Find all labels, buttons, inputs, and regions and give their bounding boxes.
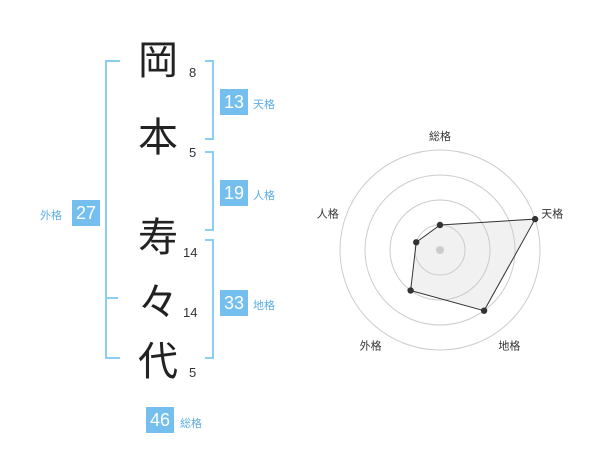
radar-axis-label-2: 天格 (541, 207, 563, 221)
radar-point-5 (413, 239, 420, 246)
tenkaku-label: 天格 (253, 98, 275, 111)
soukaku-value: 46 (146, 407, 174, 433)
jinkaku-label: 人格 (253, 189, 275, 202)
name-char-3: 寿 (138, 215, 178, 261)
tenkaku-value: 13 (220, 89, 248, 115)
radar-axis-label-5: 人格 (317, 207, 339, 221)
radar-center (436, 246, 444, 254)
radar-point-1 (436, 221, 444, 229)
gaikaku-bracket (105, 60, 120, 359)
stroke-count-2: 5 (189, 145, 197, 160)
radar-grid (339, 149, 541, 351)
radar-ring (389, 199, 491, 301)
radar-axis-label-3: 地格 (498, 338, 520, 352)
radar-points (407, 215, 539, 314)
radar-area (410, 218, 536, 312)
stroke-count-4: 14 (183, 305, 198, 320)
radar-ring (339, 149, 541, 351)
radar-point-3 (480, 307, 488, 314)
tenkaku-bracket (205, 60, 214, 140)
stroke-count-3: 14 (183, 245, 198, 260)
jinkaku-value: 19 (220, 180, 248, 206)
jinkaku-bracket (205, 151, 214, 231)
radar-ring (364, 174, 516, 326)
name-char-4: 々 (138, 280, 178, 326)
name-char-2: 本 (138, 115, 178, 161)
radar-axis-label-4: 外格 (360, 338, 382, 352)
stroke-count-5: 5 (189, 365, 197, 380)
radar-point-4 (407, 287, 414, 294)
radar-axis-label-1: 総格 (429, 129, 451, 143)
gaikaku-value: 27 (72, 200, 100, 226)
radar-point-2 (531, 215, 539, 223)
chikaku-label: 地格 (253, 299, 275, 312)
chikaku-value: 33 (220, 290, 248, 316)
name-char-1: 岡 (138, 38, 178, 84)
chikaku-bracket (205, 239, 214, 359)
gaikaku-label: 外格 (40, 209, 62, 222)
name-char-5: 代 (138, 339, 178, 385)
soukaku-label: 総格 (180, 417, 202, 430)
stroke-count-1: 8 (189, 65, 197, 80)
